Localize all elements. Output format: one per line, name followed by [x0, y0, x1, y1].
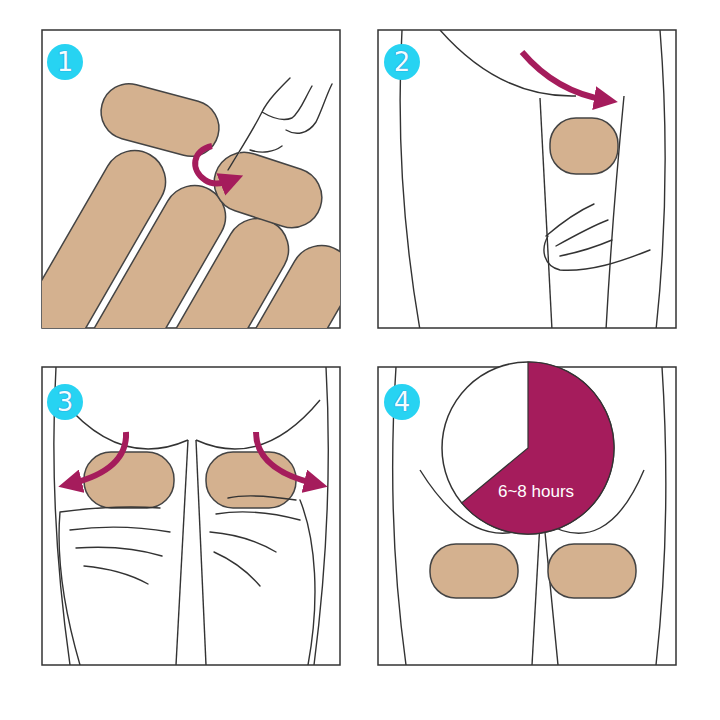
hand — [210, 496, 315, 665]
pie-background — [442, 362, 614, 534]
time-pie-chart: 6~8 hours — [440, 360, 616, 536]
body-outline — [440, 30, 576, 96]
patch — [206, 452, 296, 508]
pie-wedge — [462, 362, 614, 534]
body-front — [400, 30, 665, 328]
patch-strip — [195, 234, 340, 328]
pie-outline — [440, 360, 616, 536]
body-outline — [532, 522, 540, 665]
step-number: 2 — [383, 43, 421, 81]
badge-fill — [47, 384, 83, 420]
patch-sheet — [42, 77, 340, 328]
hand — [544, 204, 650, 270]
hand — [228, 78, 332, 170]
body-outline — [176, 440, 188, 665]
press-arrow — [256, 432, 316, 484]
patch — [84, 452, 174, 508]
step-number: 1 — [46, 43, 84, 81]
body-outline — [656, 30, 665, 328]
apply-arrow — [522, 52, 606, 100]
step-number: 4 — [383, 383, 421, 421]
body-outline — [540, 98, 552, 328]
badge-fill — [47, 44, 83, 80]
panel-frame — [42, 367, 340, 665]
step-number-badge: 3 — [46, 383, 84, 421]
patch — [548, 544, 636, 598]
patch — [550, 118, 618, 174]
badge-fill — [384, 44, 420, 80]
press-arrow — [70, 432, 126, 484]
duration-text: 6~8 hours — [448, 482, 624, 502]
step-number: 3 — [46, 383, 84, 421]
step-number-badge: 2 — [383, 43, 421, 81]
peel-arrow — [195, 146, 232, 183]
body-outline — [656, 367, 666, 665]
body-outline — [314, 367, 328, 665]
step-number-badge: 4 — [383, 383, 421, 421]
body-outline — [196, 440, 206, 665]
body-back — [54, 367, 328, 665]
patch — [430, 544, 518, 598]
step-number-badge: 1 — [46, 43, 84, 81]
body-outline — [544, 522, 558, 665]
badge-fill — [384, 384, 420, 420]
hand — [59, 507, 170, 665]
patch-peeled — [206, 144, 329, 235]
panel-frame — [378, 30, 676, 328]
